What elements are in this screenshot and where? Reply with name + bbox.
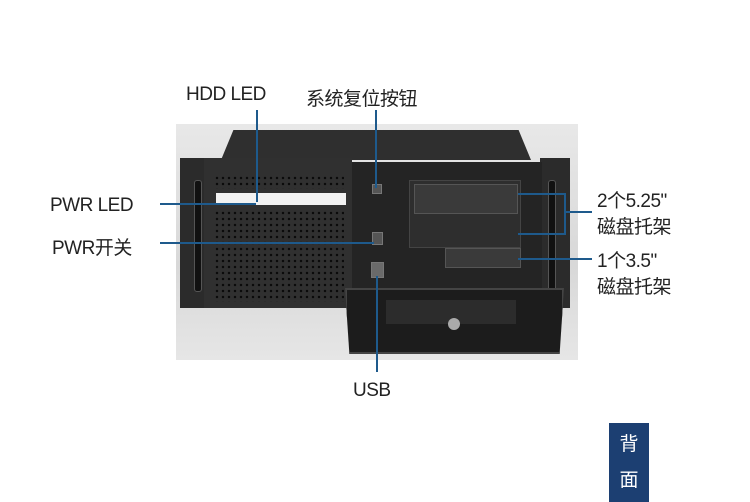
rear-view-tab[interactable]: 背 面 [609, 423, 649, 502]
optical-drive [414, 184, 518, 214]
bay-525-leader [564, 211, 592, 213]
hdd-led-leader [256, 110, 258, 202]
left-handle [194, 180, 202, 292]
drive-bay-35 [445, 248, 521, 268]
reset-leader [375, 110, 377, 188]
reset-button-hw [372, 184, 382, 194]
top-vent [214, 175, 344, 189]
pwr-led-leader [160, 203, 256, 205]
power-switch-hw [372, 232, 383, 245]
door-lock-knob [448, 318, 460, 330]
hdd-led-label: HDD LED [186, 84, 266, 105]
usb-label: USB [353, 380, 391, 401]
bay-525-count-label: 2个5.25" [597, 191, 667, 212]
badge-char-1: 背 [619, 434, 639, 455]
bay-525-type-label: 磁盘托架 [597, 217, 672, 238]
front-door [345, 288, 564, 354]
pwr-led-label: PWR LED [50, 195, 134, 216]
bay-525-bracket [518, 193, 566, 235]
reset-button-label: 系统复位按钮 [306, 89, 418, 110]
badge-char-2: 面 [619, 470, 639, 491]
pwr-switch-leader [160, 242, 374, 244]
pwr-switch-label: PWR开关 [52, 238, 132, 259]
front-vent [214, 210, 344, 302]
bay-35-type-label: 磁盘托架 [597, 277, 672, 298]
led-strip [216, 193, 346, 205]
bay-35-count-label: 1个3.5" [597, 251, 657, 272]
bay-35-leader [518, 258, 592, 260]
usb-leader [376, 276, 378, 372]
